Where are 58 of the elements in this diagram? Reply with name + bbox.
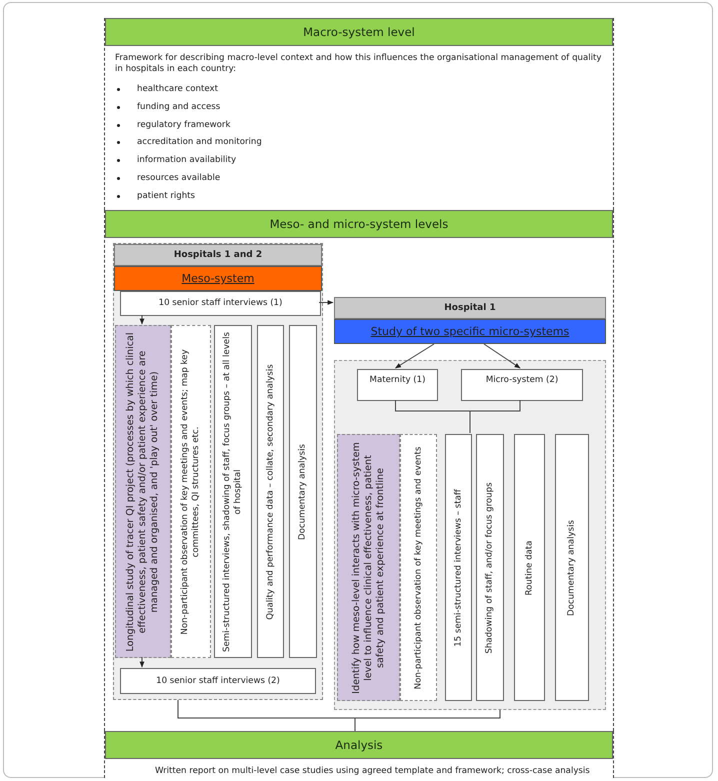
box-label: Maternity (1) bbox=[370, 375, 426, 386]
bullet-text: funding and access bbox=[137, 102, 220, 113]
process-box bbox=[120, 291, 321, 316]
section-panel bbox=[104, 210, 614, 731]
bullet-text: accreditation and monitoring bbox=[137, 137, 262, 148]
method-column bbox=[400, 434, 437, 701]
connector-line bbox=[470, 400, 520, 434]
column-label: Non-participant observation of key meetings and events bbox=[413, 445, 424, 691]
column-label: 15 semi-structured interviews – staff bbox=[453, 488, 464, 648]
arrow bbox=[484, 344, 520, 368]
method-column bbox=[115, 325, 171, 658]
description-text: Framework for describing macro-level context and how this influences the organisational management of quality in hospitals in each country: bbox=[115, 53, 602, 75]
column-label: Identify how meso-level interacts with micro-system level to influence clinical effectiveness, patient safety and patient experience at frontline bbox=[350, 440, 386, 696]
column-label: Non-participant observation of key meetings and events; map key committees, QI structures etc. bbox=[180, 348, 202, 636]
method-column bbox=[445, 434, 472, 701]
method-column bbox=[214, 325, 252, 658]
section-heading: Analysis bbox=[105, 731, 613, 759]
column-label: Quality and performance data – collate, secondary analysis bbox=[265, 362, 276, 622]
method-column bbox=[257, 325, 284, 658]
method-column bbox=[476, 434, 504, 701]
hospital-panel bbox=[113, 243, 323, 700]
bullet-text: resources available bbox=[137, 173, 220, 184]
column-label: Documentary analysis bbox=[298, 442, 308, 542]
bullet-text: healthcare context bbox=[137, 84, 218, 95]
box-label: 10 senior staff interviews (2) bbox=[156, 676, 280, 686]
column-label: Semi-structured interviews, shadowing of staff, focus groups – at all levels of hospital bbox=[222, 330, 244, 653]
process-box bbox=[357, 369, 438, 401]
column-label: Documentary analysis bbox=[566, 518, 578, 618]
section-heading: Macro-system level bbox=[105, 18, 613, 46]
system-band: Meso-system bbox=[114, 266, 322, 291]
micro-system-panel bbox=[334, 360, 606, 710]
section-panel bbox=[104, 731, 614, 778]
bullet-text: patient rights bbox=[137, 190, 195, 202]
process-box bbox=[461, 369, 583, 401]
section-heading: Meso- and micro-system levels bbox=[105, 210, 613, 238]
panel-header: Hospital 1 bbox=[334, 297, 606, 319]
method-column bbox=[555, 434, 589, 701]
arrow bbox=[318, 300, 334, 305]
box-label: 10 senior staff interviews (1) bbox=[158, 298, 282, 309]
panel-header: Hospitals 1 and 2 bbox=[114, 244, 322, 266]
method-column bbox=[337, 434, 400, 701]
method-column bbox=[514, 434, 545, 701]
connector-line bbox=[354, 710, 500, 732]
description-text: Written report on multi-level case studies using agreed template and framework; cross-case analysis bbox=[155, 766, 591, 777]
arrow bbox=[140, 314, 144, 325]
method-column bbox=[171, 325, 211, 658]
box-label: Micro-system (2) bbox=[486, 375, 558, 386]
bullet-text: regulatory framework bbox=[137, 120, 230, 131]
arrow bbox=[395, 344, 434, 368]
process-box bbox=[120, 668, 316, 694]
system-band: Study of two specific micro-systems bbox=[334, 319, 606, 344]
method-column bbox=[289, 325, 317, 658]
section-panel bbox=[104, 18, 614, 210]
column-label: Shadowing of staff, and/or focus groups bbox=[484, 480, 496, 656]
column-label: Longitudinal study of tracer QI project (processes by which clinical effectiveness, patient safety and/or patient experience are managed and organised, and 'play out' over time) bbox=[125, 330, 161, 653]
arrow bbox=[140, 656, 144, 668]
column-label: Routine data bbox=[524, 539, 535, 597]
bullet-text: information availability bbox=[137, 155, 236, 166]
